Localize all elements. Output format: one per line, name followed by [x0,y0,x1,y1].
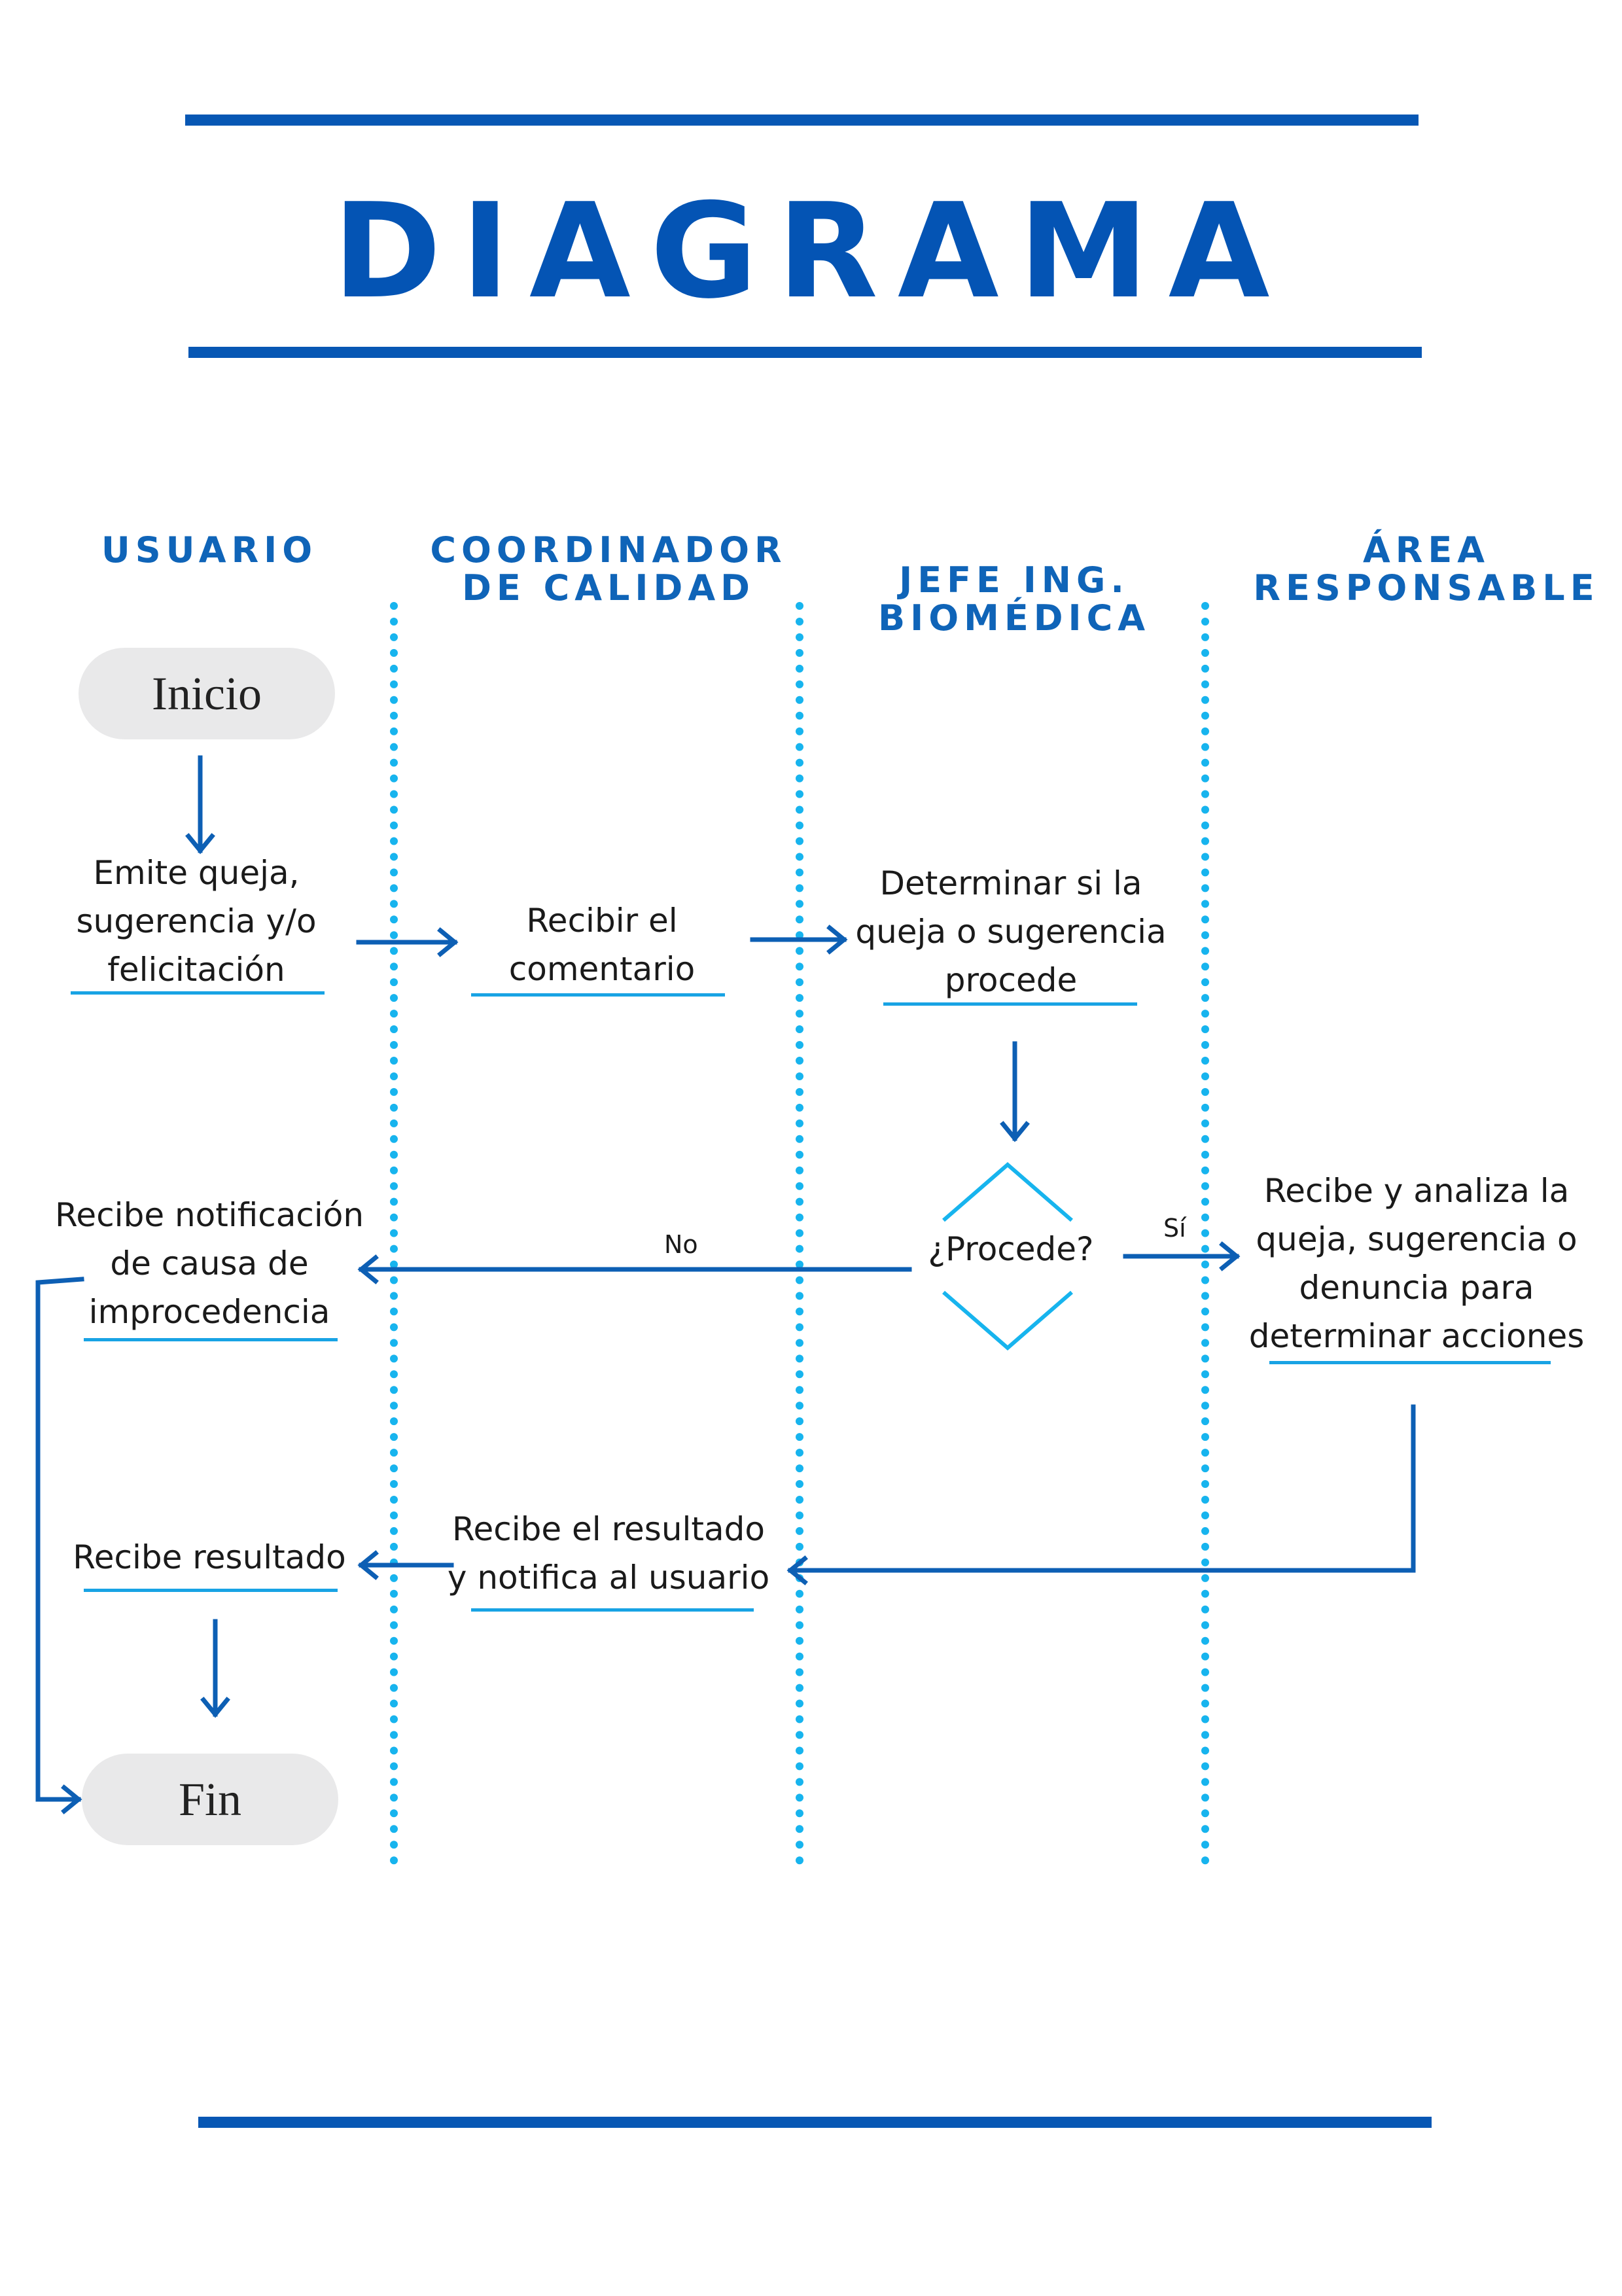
step-resultado-underline [84,1589,338,1592]
step-emite-queja: Emite queja, sugerencia y/o felicitación [76,854,317,989]
lane-separator-3 [1201,602,1209,1865]
step-determinar: Determinar si la queja o sugerencia proc… [855,864,1167,999]
top-rule [185,115,1419,126]
step-analiza-underline [1269,1361,1551,1364]
step-emite-underline [71,991,325,995]
step-analiza: Recibe y analiza la queja, sugerencia o … [1248,1172,1585,1355]
lane-header-coordinador: COORDINADOR DE CALIDAD [430,529,787,609]
lane-header-usuario: USUARIO [101,529,318,571]
title-rule [188,347,1422,358]
decision-yes-label: Sí [1163,1214,1186,1243]
lane-separator-2 [796,602,803,1865]
arrow-analiza-resultado [788,1404,1416,1573]
step-recibir-comentario: Recibir el comentario [508,902,696,988]
decision-diamond [942,1162,1073,1351]
start-terminal: Inicio [79,648,335,739]
step-recibir-underline [471,993,725,997]
step-resultado-coordinador: Recibe el resultado y notifica al usuari… [447,1510,770,1597]
step-recibe-resultado: Recibe resultado [73,1538,346,1576]
step-recibe-notificacion: Recibe notificación de causa de improced… [54,1196,364,1331]
page-title: DIAGRAMA [332,175,1290,328]
decision-label: ¿Procede? [928,1230,1094,1268]
step-notificacion-underline [84,1338,338,1341]
lane-separator-1 [390,602,398,1865]
step-determinar-underline [883,1002,1137,1006]
end-terminal: Fin [82,1754,338,1845]
arrow-notificacion-fin [35,1277,84,1802]
bottom-rule [198,2117,1432,2128]
decision-no-label: No [664,1230,698,1259]
lane-header-area: ÁREA RESPONSABLE [1253,529,1600,609]
step-resultado-coord-underline [471,1608,754,1612]
lane-header-jefe: JEFE ING. BIOMÉDICA [877,559,1151,639]
